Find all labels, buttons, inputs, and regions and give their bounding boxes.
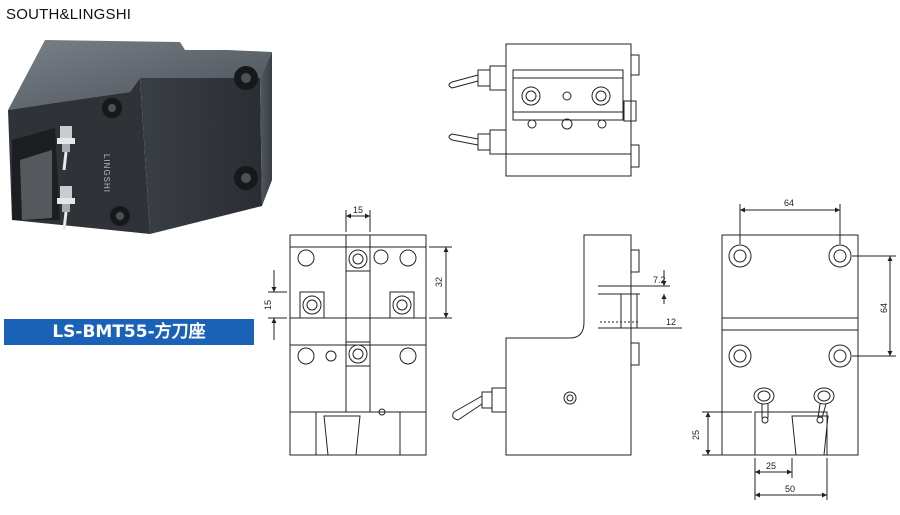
dim-front-left-15: 15 [263,300,273,310]
brand-name: SOUTH&LINGSHI [6,6,132,23]
back-view-drawing [702,204,896,500]
dim-back-50-width: 50 [785,484,795,494]
front-view-drawing [268,210,452,456]
dim-front-32: 32 [434,277,444,287]
dim-back-25-height: 25 [691,430,701,440]
dim-back-64-horizontal: 64 [784,198,794,208]
dim-side-7-2: 7.2 [653,275,666,285]
engraving-text: LINGSHI [102,154,111,193]
dim-front-top-15: 15 [353,205,363,215]
dim-side-12: 12 [666,317,676,327]
dim-back-64-vertical: 64 [879,303,889,313]
product-photo: LINGSHI [8,40,272,234]
top-view-drawing [448,43,640,177]
model-title-banner: LS-BMT55-方刀座 [4,319,254,345]
side-view-drawing [452,234,682,456]
dim-back-25-width: 25 [766,461,776,471]
